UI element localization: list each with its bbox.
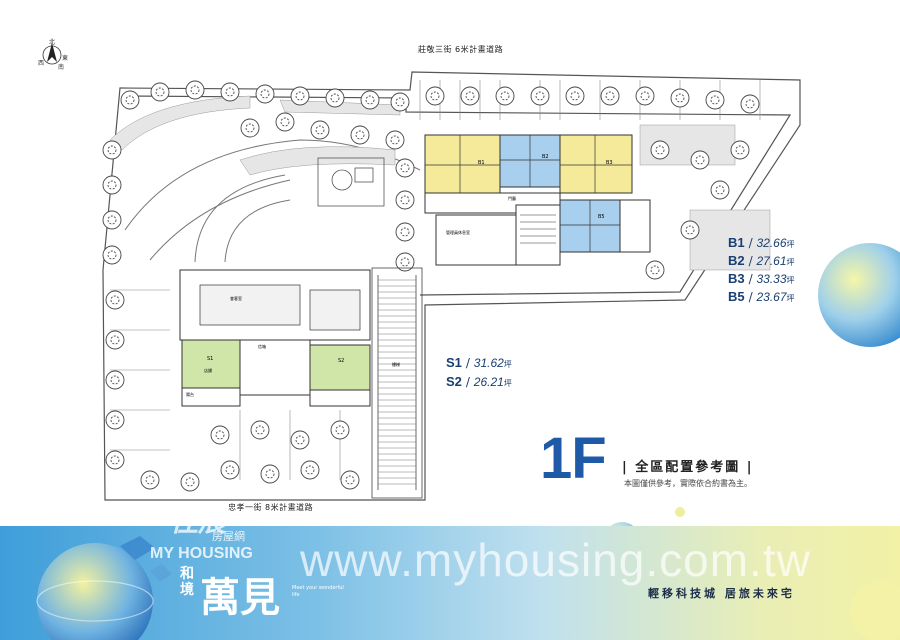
tree-symbols — [102, 80, 760, 492]
parking-ramp — [371, 267, 423, 499]
watermark-brand: MY HOUSING — [150, 545, 253, 562]
watermark-logo: 住展 — [170, 505, 227, 538]
residential-block — [424, 134, 651, 266]
road-label-north: 莊敬三街 6米計畫道路 — [418, 45, 504, 54]
plan-mark-terrace: 陽台 — [186, 392, 194, 397]
unit-area-s1: S1/ 31.62坪 — [446, 355, 512, 370]
unit-b3-area — [559, 134, 633, 194]
unit-area-b1: B1/ 32.66坪 — [728, 235, 795, 250]
compass-south: 南 — [58, 64, 65, 71]
watermark-url: www.myhousing.com.tw — [300, 534, 811, 586]
unit-area-b3: B3/ 33.33坪 — [728, 271, 795, 286]
plan-mark-b3: B3 — [606, 160, 613, 166]
plan-mark-management: 管理員休息室 — [446, 230, 470, 235]
compass-east: 東 — [62, 55, 69, 62]
plan-mark-s1: S1 — [207, 356, 214, 362]
watermark-subtitle: 房屋網 — [212, 530, 245, 543]
compass-west: 西 — [38, 60, 45, 67]
plan-mark-b1: B1 — [478, 160, 485, 166]
playground — [317, 157, 385, 207]
plan-mark-reception: 會客室 — [230, 296, 242, 301]
floor-label: 1F — [540, 426, 607, 491]
brand-banner — [0, 526, 900, 640]
unit-b1-area — [424, 134, 501, 194]
plan-disclaimer: 本圖僅供參考，實際依合約書為主。 — [624, 479, 752, 488]
brand-name-large: 萬見 — [200, 574, 280, 621]
brand-tagline: Meet your wonderful life — [292, 585, 344, 598]
plan-mark-lobby: 門廳 — [508, 196, 516, 201]
unit-s1-area — [181, 339, 241, 389]
plan-mark-mailbox: 信箱 — [258, 344, 266, 349]
slogan: 輕移科技城 居旅未來宅 — [648, 587, 795, 600]
plan-mark-b2: B2 — [542, 154, 549, 160]
plan-title: | 全區配置參考圖 | — [622, 460, 754, 475]
decor-sphere — [675, 507, 685, 517]
unit-area-b5: B5/ 23.67坪 — [728, 289, 795, 304]
plan-mark-b5: B5 — [598, 214, 605, 220]
plan-mark-shop: 店鋪 — [204, 368, 212, 373]
banner-decor — [36, 536, 900, 640]
plan-mark-stair: 樓梯 — [392, 362, 400, 367]
unit-area-s2: S2/ 26.21坪 — [446, 374, 512, 389]
plan-mark-s2: S2 — [338, 358, 345, 364]
commercial-block — [179, 269, 371, 407]
decor-sphere — [818, 243, 900, 347]
site-boundary — [102, 71, 801, 501]
compass-north: 北 — [49, 39, 56, 46]
brand-name-small: 和境 — [180, 566, 194, 598]
road-label-south: 忠孝一街 8米計畫道路 — [228, 503, 314, 512]
ramp-hatching — [378, 279, 416, 485]
unit-s2-area — [309, 344, 371, 391]
north-arrow-icon — [42, 43, 62, 65]
unit-area-b2: B2/ 27.61坪 — [728, 253, 795, 268]
